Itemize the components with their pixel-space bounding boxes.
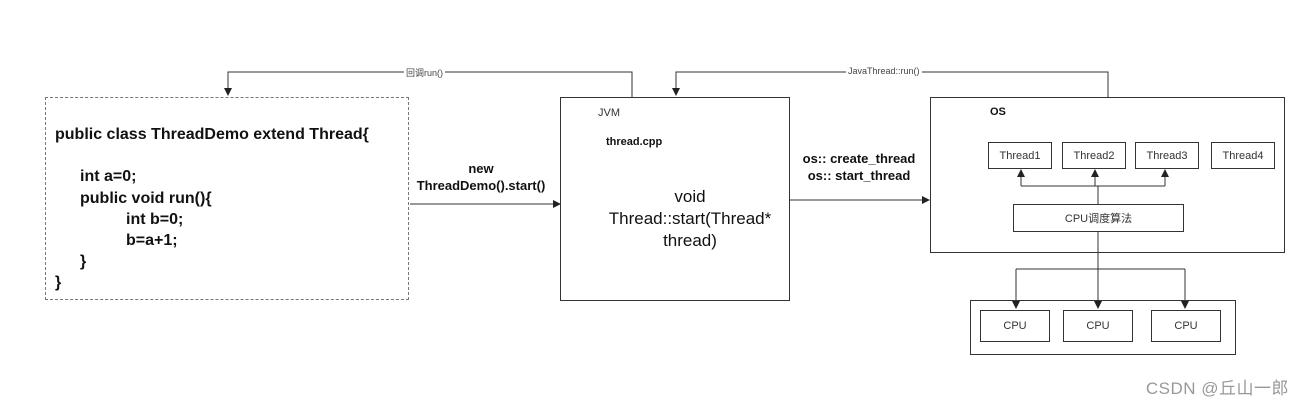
code-line-close-method: } — [80, 253, 87, 270]
os-start-thread-label: os:: start_thread — [807, 168, 911, 183]
thread-box-2: Thread2 — [1062, 142, 1126, 169]
code-line-close-class: } — [55, 274, 62, 291]
code-line-method: public void run(){ — [80, 190, 212, 207]
jvm-method-line3: thread) — [663, 231, 717, 250]
thread-box-4: Thread4 — [1211, 142, 1275, 169]
callback-run-label: 回调run() — [404, 66, 446, 79]
javathread-run-label: JavaThread::run() — [846, 66, 922, 76]
jvm-method-text: void Thread::start(Thread* thread) — [600, 186, 780, 252]
os-call-label: os:: create_thread os:: start_thread — [792, 150, 926, 184]
code-line-class: public class ThreadDemo extend Thread{ — [55, 126, 369, 143]
cpu-box-2: CPU — [1063, 310, 1133, 342]
java-code-box — [45, 97, 409, 300]
os-box — [930, 97, 1285, 253]
jvm-method-line1: void — [674, 187, 706, 206]
thread-box-3: Thread3 — [1135, 142, 1199, 169]
code-line-assign: b=a+1; — [126, 232, 178, 249]
code-line-local: int b=0; — [126, 211, 184, 228]
jvm-file-label: thread.cpp — [606, 136, 663, 148]
cpu-container — [970, 300, 1236, 355]
os-title: OS — [990, 106, 1006, 118]
csdn-watermark: CSDN @丘山一郎 — [1145, 379, 1289, 398]
jvm-title: JVM — [598, 107, 620, 119]
cpu-scheduler-box: CPU调度算法 — [1013, 204, 1184, 232]
jvm-method-line2: Thread::start(Thread* — [608, 209, 772, 228]
new-start-line2: ThreadDemo().start() — [416, 178, 546, 193]
cpu-box-1: CPU — [980, 310, 1050, 342]
thread-box-1: Thread1 — [988, 142, 1052, 169]
jvm-box — [560, 97, 790, 301]
cpu-box-3: CPU — [1151, 310, 1221, 342]
code-line-field: int a=0; — [80, 168, 137, 185]
new-start-line1: new — [468, 161, 494, 176]
new-start-label: new ThreadDemo().start() — [408, 160, 554, 194]
os-create-thread-label: os:: create_thread — [802, 151, 916, 166]
